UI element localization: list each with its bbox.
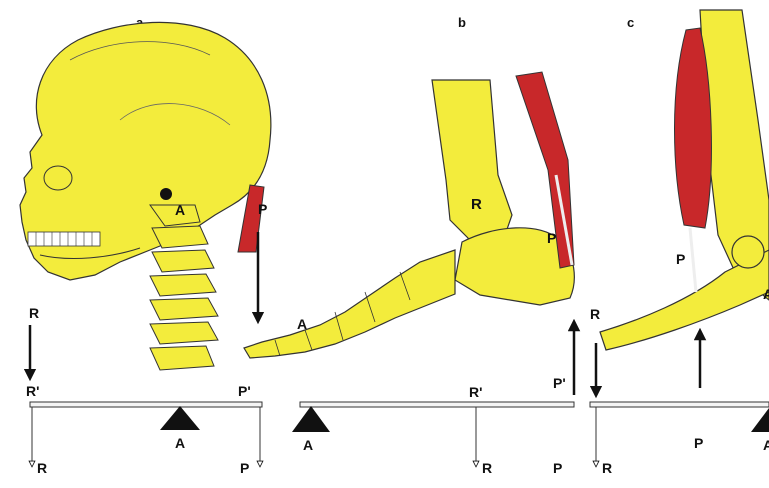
lever-b-p: P [553,460,562,476]
lever-bar-c [590,402,769,407]
label-a-effort: P [258,201,267,217]
label-c-fulcrum: A [763,286,769,302]
label-c-effort: P [676,251,685,267]
fulcrum-triangle-c [751,408,769,432]
label-c-resistance: R [590,306,600,322]
panel-a: a A P R R' P' [20,15,271,476]
label-b-p-prime: P' [553,375,566,391]
lever-b-fulcrum-label: A [303,437,313,453]
lever-c-fulcrum-label: A [763,437,769,453]
label-b-effort: P [547,230,556,246]
tibia-shape [432,80,512,240]
skull-illustration [20,22,271,280]
biceps-muscle [675,28,712,228]
lever-a-p-prime: P' [238,383,251,399]
panel-b-letter: b [458,15,466,30]
lever-bar-b [300,402,574,407]
panel-b: b R P A P' R' A R P [244,15,574,476]
lever-a-fulcrum-label: A [175,435,185,451]
lever-a-r-prime: R' [26,383,39,399]
lever-b-r-prime: R' [469,384,482,400]
fulcrum-triangle-b [292,406,330,432]
elbow-joint [732,236,764,268]
biceps-tendon [690,228,696,292]
foot-illustration [244,80,574,358]
lever-a-r: R [37,460,47,476]
lever-a-p: P [240,460,249,476]
panel-c-letter: c [627,15,634,30]
label-b-resistance: R [471,196,482,213]
teeth-row [28,232,100,246]
panel-c: c P R A A R P [590,10,769,476]
orbit-shape [44,166,72,190]
fulcrum-triangle-a [160,406,200,430]
cervical-spine [150,205,218,370]
lever-bar-a [30,402,262,407]
lever-c-p: P [694,435,703,451]
lever-b-r: R [482,460,492,476]
label-a-resistance: R [29,305,39,321]
atlanto-occipital-joint [160,188,172,200]
lever-c-r: R [602,460,612,476]
label-a-fulcrum: A [175,202,185,218]
label-b-fulcrum: A [297,316,307,332]
